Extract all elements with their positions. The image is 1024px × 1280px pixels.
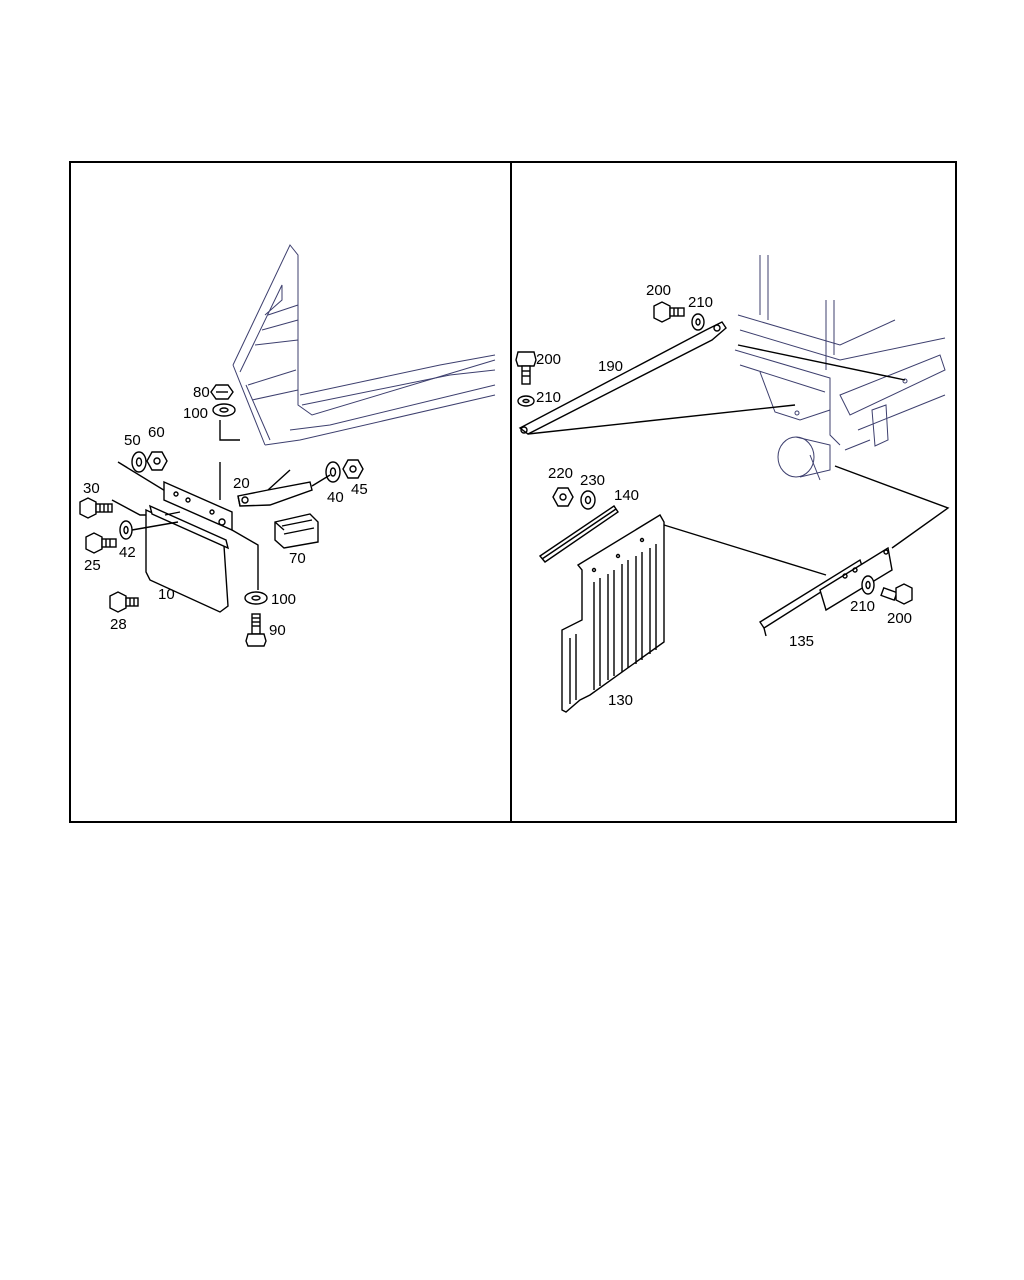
washer-100-bottom (244, 591, 268, 605)
washer-50 (131, 451, 147, 473)
label-210-left: 210 (536, 389, 561, 406)
nut-45 (342, 459, 364, 479)
label-140: 140 (614, 487, 639, 504)
label-130: 130 (608, 692, 633, 709)
washer-230 (580, 490, 596, 510)
label-45: 45 (351, 481, 368, 498)
washer-210-left (517, 395, 535, 407)
washer-210-bottom (861, 575, 875, 595)
nut-80 (210, 384, 234, 400)
bolt-25 (85, 532, 117, 554)
mud-flap-10 (145, 480, 233, 613)
bolt-200-left (515, 351, 537, 385)
label-42: 42 (119, 544, 136, 561)
label-135: 135 (789, 633, 814, 650)
strut-190 (518, 321, 727, 435)
washer-100-top (212, 403, 236, 417)
label-200-bottom: 200 (887, 610, 912, 627)
right-panel: 200 210 200 190 210 220 230 140 210 200 … (515, 255, 950, 713)
nut-60 (146, 451, 168, 471)
diagram-frame (69, 161, 957, 823)
strip-140 (538, 505, 619, 563)
label-210-bottom: 210 (850, 598, 875, 615)
label-70: 70 (289, 550, 306, 567)
rubber-block-70 (274, 513, 319, 549)
vehicle-body-outline-left (232, 244, 496, 446)
washer-40 (325, 461, 341, 483)
vehicle-body-outline-right (734, 255, 946, 481)
label-25: 25 (84, 557, 101, 574)
nut-220 (552, 487, 574, 507)
bolt-200-top (653, 301, 685, 323)
label-200-left: 200 (536, 351, 561, 368)
washer-210-top (691, 313, 705, 331)
label-100-top: 100 (183, 405, 208, 422)
label-80: 80 (193, 384, 210, 401)
bolt-30 (79, 497, 113, 519)
label-50: 50 (124, 432, 141, 449)
label-20: 20 (233, 475, 250, 492)
label-220: 220 (548, 465, 573, 482)
label-28: 28 (110, 616, 127, 633)
bolt-90 (245, 613, 267, 647)
washer-42 (119, 520, 133, 540)
bolt-28 (109, 591, 139, 613)
bracket-135 (759, 546, 893, 637)
label-200-top: 200 (646, 282, 671, 299)
mud-flap-130 (561, 514, 665, 713)
label-10: 10 (158, 586, 175, 603)
label-40: 40 (327, 489, 344, 506)
label-210-top: 210 (688, 294, 713, 311)
left-panel: 80 100 50 60 20 40 45 30 42 25 70 10 100… (79, 244, 496, 647)
label-30: 30 (83, 480, 100, 497)
label-90: 90 (269, 622, 286, 639)
label-190: 190 (598, 358, 623, 375)
label-60: 60 (148, 424, 165, 441)
label-100-bottom: 100 (271, 591, 296, 608)
label-230: 230 (580, 472, 605, 489)
bolt-200-bottom (880, 583, 913, 605)
